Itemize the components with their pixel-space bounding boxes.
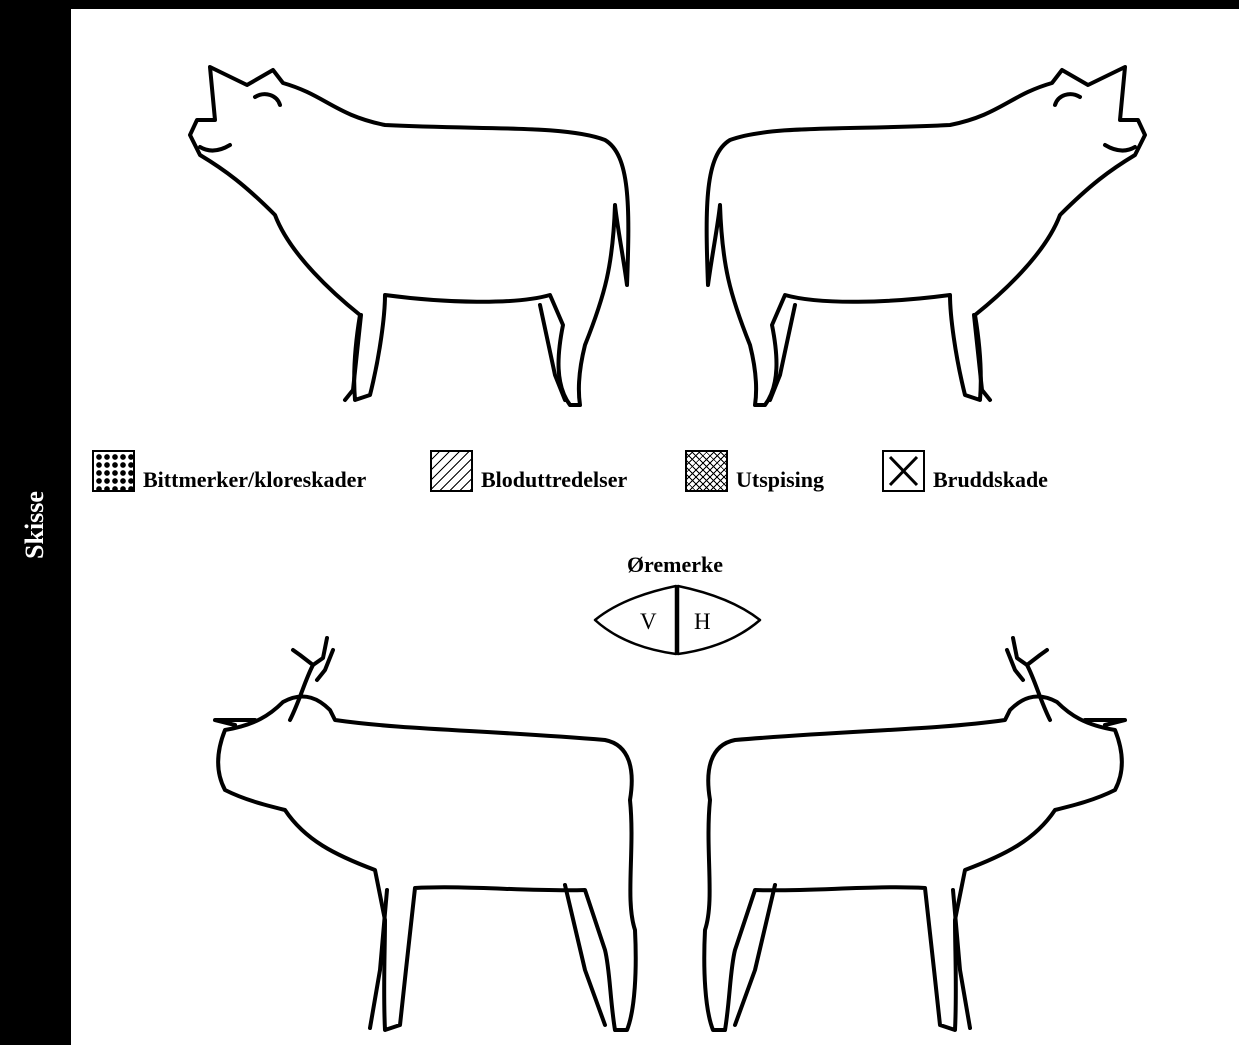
sheep-right-figure[interactable] — [690, 55, 1150, 425]
reindeer-left-figure[interactable] — [205, 630, 645, 1040]
x-box-icon — [882, 450, 925, 492]
legend-item-bloduttredelser: Bloduttredelser — [430, 446, 627, 492]
reindeer-right-figure[interactable] — [695, 630, 1135, 1040]
legend-item-bittmerker: Bittmerker/kloreskader — [92, 446, 366, 492]
crosshatch-pattern-icon — [685, 450, 728, 492]
sidebar: Skisse — [0, 0, 71, 1045]
legend-item-utspising: Utspising — [685, 446, 824, 492]
sheep-left-figure[interactable] — [185, 55, 645, 425]
ear-mark-title: Øremerke — [610, 552, 740, 578]
sidebar-label: Skisse — [20, 491, 50, 559]
legend-item-bruddskade: Bruddskade — [882, 446, 1048, 492]
top-border — [0, 0, 1239, 9]
dots-pattern-icon — [92, 450, 135, 492]
hatch-pattern-icon — [430, 450, 473, 492]
